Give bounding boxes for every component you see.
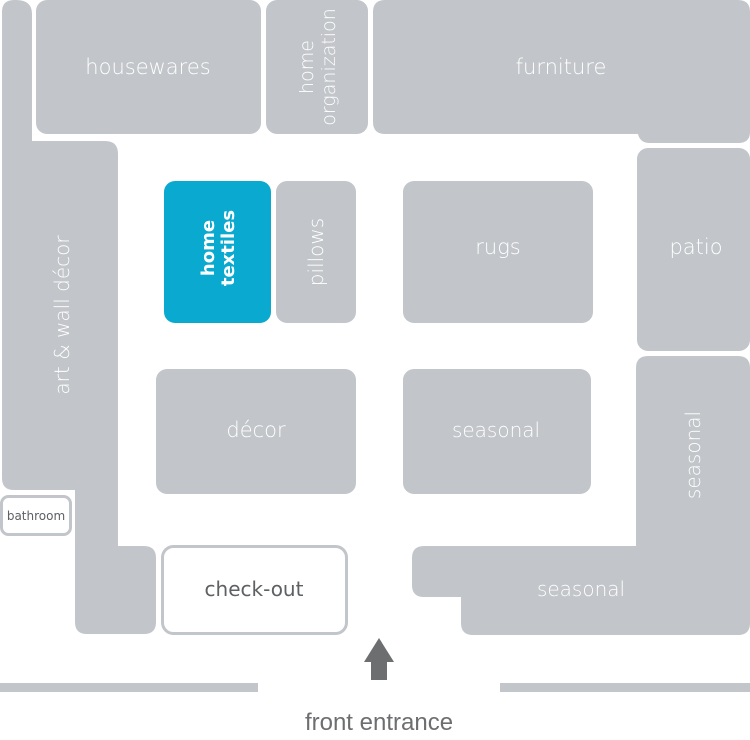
label-furniture: furniture (516, 55, 607, 79)
label-housewares: housewares (85, 55, 210, 79)
zone-bathroom[interactable] (0, 495, 72, 536)
label-seasonal-right: seasonal (681, 411, 705, 499)
zone-home-textiles[interactable] (164, 181, 271, 323)
label-home-organization-line1: home (296, 40, 318, 94)
label-decor: décor (226, 418, 286, 442)
label-home-textiles-line2: textiles (218, 210, 239, 286)
zone-seasonal-right[interactable] (412, 356, 750, 635)
entrance-wall-left (0, 683, 258, 692)
zone-home-organization[interactable] (266, 0, 368, 134)
zone-art-wall-decor[interactable] (2, 0, 118, 490)
zone-pillows[interactable] (276, 181, 356, 323)
label-front-entrance: front entrance (305, 709, 453, 736)
label-patio: patio (669, 235, 722, 259)
zone-furniture[interactable] (373, 0, 750, 143)
label-pillows: pillows (304, 218, 328, 286)
label-checkout: check-out (205, 577, 304, 601)
label-seasonal-center: seasonal (452, 418, 540, 442)
zone-art-wall-decor-lower[interactable] (75, 480, 156, 634)
zone-patio[interactable] (637, 148, 750, 351)
zone-housewares[interactable] (36, 0, 261, 134)
entrance-wall-right (500, 683, 750, 692)
label-home-textiles-line1: home (198, 220, 219, 276)
zone-checkout[interactable] (161, 545, 348, 635)
zone-seasonal-center[interactable] (403, 369, 591, 494)
label-rugs: rugs (475, 235, 521, 259)
label-bathroom: bathroom (7, 509, 65, 523)
zone-rugs[interactable] (403, 181, 593, 323)
zone-decor[interactable] (156, 369, 356, 494)
label-home-organization-line2: organization (318, 8, 340, 125)
label-seasonal-bottom: seasonal (537, 577, 625, 601)
arrow-up-icon (364, 638, 394, 680)
label-art-wall-decor: art & wall décor (50, 235, 74, 395)
